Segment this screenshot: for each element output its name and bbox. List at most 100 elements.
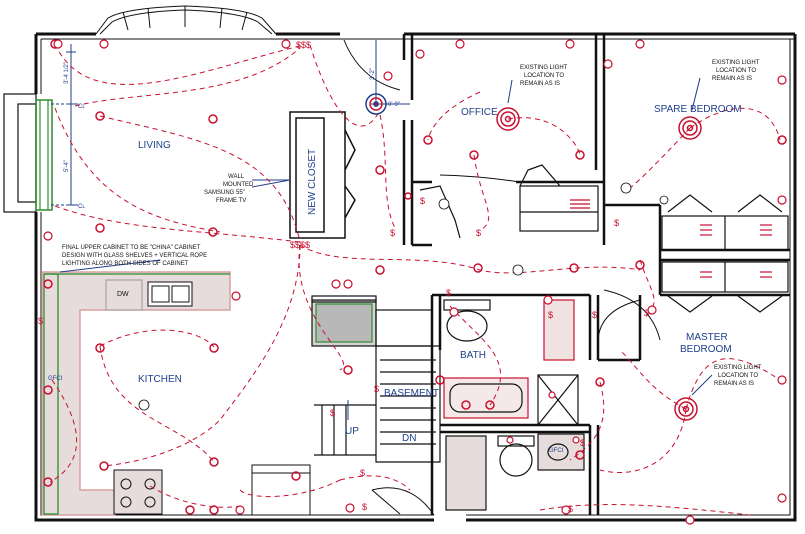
receptacle [635,39,645,49]
tv-note: WALL MOUNTED SAMSUNG 55" FRAME TV [204,174,254,204]
switch: $ [592,310,597,320]
light-fixture [595,377,605,387]
receptacles [43,39,787,525]
switch: $ [548,310,553,320]
ceiling-lights [43,39,787,515]
switches: $$$ $$$$ $ $ $ $ $ $ $ $ $ $ $ $ $ $ $ [38,40,649,514]
light-fixture [575,150,585,160]
dimension-text-3: 3'-2" [370,68,376,80]
dn-label: DN [402,433,416,444]
receptacle [345,503,355,513]
switch: $ [390,228,395,238]
smoke-detector [659,195,669,205]
svg-text:LOCATION TO: LOCATION TO [718,373,758,379]
svg-text:LOCATION TO: LOCATION TO [716,68,756,74]
receptacle [53,39,63,49]
bath-fixtures [443,299,585,511]
receptacle [455,39,465,49]
svg-text:FRAME TV: FRAME TV [216,198,246,204]
up-label: UP [345,426,359,437]
receptacle [561,505,571,515]
switch: $ [580,438,585,448]
office-light-note: EXISTING LIGHT LOCATION TO REMAIN AS IS [520,65,568,87]
svg-text:LIGHTING ALONG BOTH SIDES OF C: LIGHTING ALONG BOTH SIDES OF CABINET [62,261,189,267]
light-fixture [209,505,219,515]
light-fixture [291,471,301,481]
light-fixture [375,165,385,175]
circuit-wiring [49,43,781,516]
light-fixture [99,461,109,471]
receptacle [548,391,556,399]
svg-text:REMAIN AS IS: REMAIN AS IS [712,76,752,82]
light-fixture [375,265,385,275]
light-fixture [404,192,412,200]
light-fixture [473,263,483,273]
office-existing-light [496,107,520,131]
light-fixture [435,375,445,385]
light-fixture [343,365,353,375]
light-fixture [209,343,219,353]
light-fixture [43,279,53,289]
light-fixture [461,400,471,410]
interior-walls [402,34,790,515]
centerline-2: Cʟ [78,204,85,210]
light-fixture [208,227,218,237]
light-fixture [95,343,105,353]
receptacle [565,39,575,49]
switch: $ [644,308,649,318]
receptacle [343,279,353,289]
receptacle [572,436,580,444]
receptacle [543,295,553,305]
switch: $ [374,384,379,394]
smoke-detectors [138,182,669,411]
receptacle [777,375,787,385]
switch: $ [446,288,451,298]
centerline-1: Cʟ [78,104,85,110]
switch: $ [476,228,481,238]
smoke-detector [438,198,450,210]
gfci-kitchen: GFCI [48,376,63,382]
receptacle [506,436,514,444]
svg-text:REMAIN AS IS: REMAIN AS IS [714,381,754,387]
switch: $ [420,196,425,206]
svg-text:EXISTING LIGHT: EXISTING LIGHT [714,365,762,371]
doors [343,39,661,516]
light-fixture [635,260,645,270]
light-fixture [208,114,218,124]
switch: $ [568,504,573,514]
dimension-text-1: 3'-4 1/2" [64,62,70,84]
smoke-detector [138,399,150,411]
light-fixture [423,135,433,145]
living-label: LIVING [138,140,171,151]
cabinet-note: FINAL UPPER CABINET TO BE "CHINA" CABINE… [62,245,207,267]
svg-text:SAMSUNG 55": SAMSUNG 55" [204,190,245,196]
svg-text:DESIGN WITH GLASS SHELVES + VE: DESIGN WITH GLASS SHELVES + VERTICAL ROP… [62,253,207,259]
spare-existing-light [678,116,702,140]
new-closet [289,111,356,239]
receptacle [43,231,53,241]
gfci-bath: GFCI [549,448,564,454]
light-fixture [469,150,479,160]
master-bedroom-label-2: BEDROOM [680,344,732,355]
basement-label: BASEMENT [384,388,439,399]
light-fixture [185,505,195,515]
light-fixture [209,457,219,467]
svg-text:WALL: WALL [228,174,245,180]
light-fixture [569,263,579,273]
dishwasher-label: DW [117,291,129,298]
svg-text:REMAIN AS IS: REMAIN AS IS [520,81,560,87]
light-fixture [95,111,105,121]
receptacle [331,279,341,289]
receptacle [777,195,787,205]
smoke-detector [512,264,524,276]
receptacle [777,75,787,85]
existing-lights [365,93,702,421]
light-fixture [777,135,787,145]
spare-bedroom-label: SPARE BEDROOM [654,104,742,115]
office-closet [419,164,599,239]
switch: $ [362,502,367,512]
light-fixture [95,223,105,233]
receptacle [449,307,459,317]
fireplace [3,93,53,213]
